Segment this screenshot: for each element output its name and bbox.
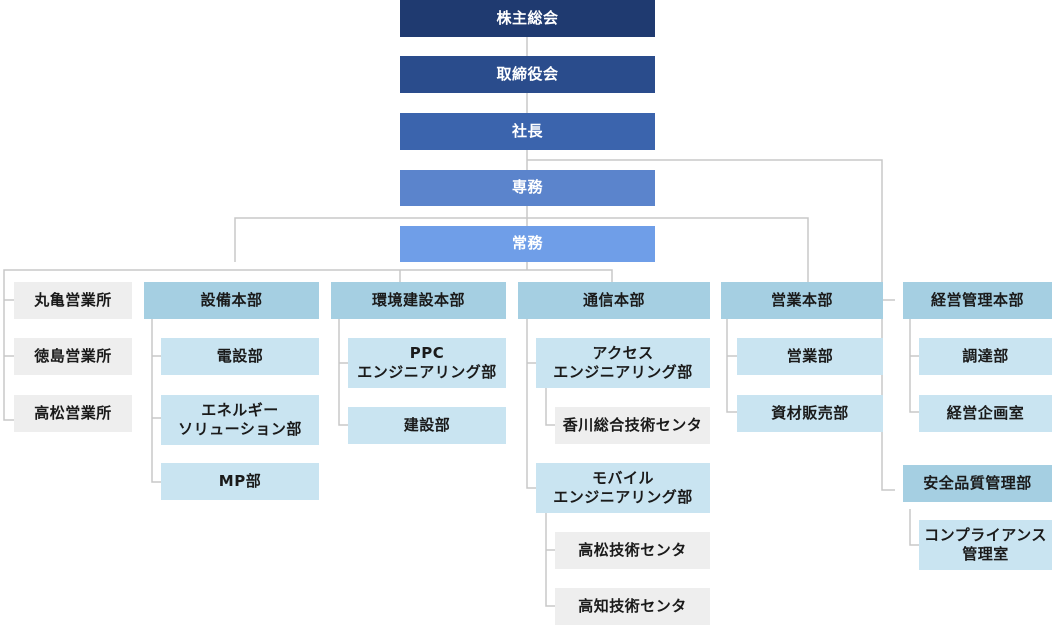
- senior-md-box: 専務: [400, 170, 655, 206]
- facilities-division: 設備本部: [144, 282, 319, 319]
- environment-division: 環境建設本部: [331, 282, 506, 319]
- dept-energy-solution: エネルギー ソリューション部: [161, 395, 319, 445]
- branch-tokushima: 徳島営業所: [14, 338, 132, 375]
- dept-ppc-engineering: PPC エンジニアリング部: [348, 338, 506, 388]
- branch-marugame: 丸亀営業所: [14, 282, 132, 319]
- dept-access-engineering: アクセス エンジニアリング部: [536, 338, 710, 388]
- dept-material-sales: 資材販売部: [737, 395, 883, 432]
- dept-planning: 経営企画室: [919, 395, 1052, 432]
- center-kagawa: 香川総合技術センタ: [555, 407, 710, 444]
- shareholders-box: 株主総会: [400, 0, 655, 37]
- branch-takamatsu: 高松営業所: [14, 395, 132, 432]
- telecom-division: 通信本部: [518, 282, 710, 319]
- dept-procurement: 調達部: [919, 338, 1052, 375]
- md-box: 常務: [400, 226, 655, 262]
- board-box: 取締役会: [400, 56, 655, 93]
- dept-mp: MP部: [161, 463, 319, 500]
- safety-division: 安全品質管理部: [903, 465, 1052, 502]
- sales-division: 営業本部: [721, 282, 883, 319]
- dept-electrical: 電設部: [161, 338, 319, 375]
- dept-construction: 建設部: [348, 407, 506, 444]
- center-takamatsu: 高松技術センタ: [555, 532, 710, 569]
- dept-mobile-engineering: モバイル エンジニアリング部: [536, 463, 710, 513]
- president-box: 社長: [400, 113, 655, 150]
- dept-sales: 営業部: [737, 338, 883, 375]
- dept-compliance: コンプライアンス 管理室: [919, 520, 1052, 570]
- center-kochi: 高知技術センタ: [555, 588, 710, 625]
- management-division: 経営管理本部: [903, 282, 1052, 319]
